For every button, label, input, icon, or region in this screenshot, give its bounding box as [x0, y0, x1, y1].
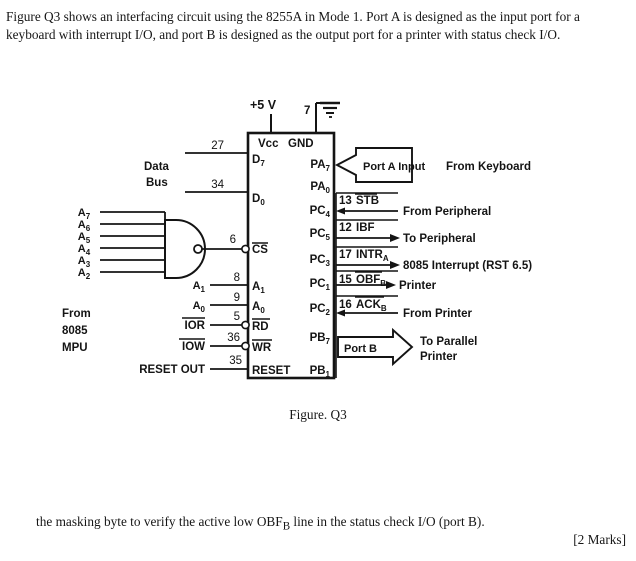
input-label-iow: IOW [182, 341, 205, 353]
pin-number-5: 5 [234, 311, 240, 323]
chip-pin-label-reset: RESET [252, 365, 290, 377]
rd-inversion-bubble-icon [241, 320, 250, 330]
signal-description-ibf: To Peripheral [403, 233, 476, 245]
port-a-box-label: Port A Input [363, 161, 425, 173]
chip-pin-label-pa7: PA7 [310, 159, 330, 173]
gnd-pin-label: GND [288, 138, 314, 150]
gnd-pin-number: 7 [304, 105, 310, 117]
data-bus-label-line1: Data [144, 161, 170, 173]
port-a-bus-arrow [334, 147, 413, 183]
chip-pin-label-pb1: PB1 [310, 365, 331, 379]
signal-row-ackb: 16 ACKB From Printer [335, 295, 473, 322]
nand-gate-address-decoder [164, 219, 206, 279]
chip-pin-label-pc3: PC3 [310, 254, 331, 268]
chip-pin-label-pc4: PC4 [310, 205, 331, 219]
label-a2: A2 [78, 267, 91, 281]
input-label-ior: IOR [185, 320, 206, 332]
chip-pin-label-wr: WR [252, 342, 272, 354]
signal-name-intra: INTRA [356, 249, 389, 263]
input-label-reset-out: RESET OUT [139, 364, 205, 376]
signal-pin-number-17: 17 [339, 249, 352, 261]
signal-row-intra: 17 INTRA 8085 Interrupt (RST 6.5) [335, 246, 532, 272]
signal-name-ibf: IBF [356, 222, 375, 234]
input-label-a0: A0 [193, 300, 206, 314]
ground-symbol-icon [320, 101, 340, 118]
port-b-peripheral-line1: To Parallel [420, 336, 477, 348]
pin-number-35: 35 [229, 355, 242, 367]
pin-number-6: 6 [230, 234, 236, 246]
chip-pin-label-pc1: PC1 [310, 278, 331, 292]
chip-body-8255a [246, 131, 336, 380]
mpu-source-line2: 8085 [62, 325, 88, 337]
pin-number-8: 8 [234, 272, 240, 284]
signal-name-ackb: ACKB [356, 299, 387, 313]
signal-pin-number-12: 12 [339, 222, 352, 234]
arrowhead-ackb-in [336, 309, 345, 317]
data-bus-label-line2: Bus [146, 177, 168, 189]
signal-row-ibf: 12 IBF To Peripheral [335, 219, 476, 247]
pin-number-34: 34 [211, 179, 224, 191]
chip-pin-label-pc5: PC5 [310, 228, 331, 242]
wr-inversion-bubble-icon [241, 341, 250, 351]
chip-pin-label-pa0: PA0 [310, 181, 330, 195]
chip-pin-label-rd: RD [252, 321, 269, 333]
signal-row-stb: 13 STB From Peripheral [335, 192, 491, 220]
cs-inversion-bubble-icon [241, 244, 250, 254]
mpu-source-line3: MPU [62, 342, 88, 354]
intro-paragraph: Figure Q3 shows an interfacing circuit u… [6, 9, 580, 42]
chip-pin-label-pb7: PB7 [310, 332, 331, 346]
signal-pin-number-16: 16 [339, 299, 352, 311]
signal-name-stb: STB [356, 195, 379, 207]
port-b-box-label: Port B [344, 343, 377, 355]
figure-caption: Figure. Q3 [289, 407, 347, 422]
marks-allocation: [2 Marks] [573, 532, 626, 547]
arrowhead-obfb-out [386, 281, 396, 289]
signal-pin-number-15: 15 [339, 274, 352, 286]
input-label-a1: A1 [193, 280, 206, 294]
signal-description-obfb: Printer [399, 280, 437, 292]
signal-description-ackb: From Printer [403, 308, 473, 320]
supply-voltage-label: +5 V [250, 98, 277, 112]
chip-pin-label-cs: CS [252, 244, 268, 256]
arrowhead-stb-in [336, 207, 345, 215]
signal-pin-number-13: 13 [339, 195, 352, 207]
port-b-bus-arrow [337, 327, 414, 367]
signal-row-obfb: 15 OBFB Printer [335, 270, 437, 296]
signal-description-stb: From Peripheral [403, 206, 491, 218]
arrowhead-ibf-out [390, 234, 400, 242]
port-b-peripheral-line2: Printer [420, 351, 458, 363]
obfb-subscript: B [282, 520, 291, 533]
nand-inversion-bubble-icon [193, 244, 203, 254]
pin-number-27: 27 [211, 140, 224, 152]
pin-number-9: 9 [234, 292, 240, 304]
pin-number-36: 36 [227, 332, 240, 344]
tail-paragraph: the masking byte to verify the active lo… [36, 514, 485, 533]
signal-description-intra: 8085 Interrupt (RST 6.5) [403, 260, 532, 272]
mpu-source-line1: From [62, 308, 91, 320]
port-a-peripheral-label: From Keyboard [446, 161, 531, 173]
chip-pin-label-pc2: PC2 [310, 303, 331, 317]
arrowhead-intra-out [390, 261, 400, 269]
vcc-pin-label: Vcc [258, 138, 279, 150]
